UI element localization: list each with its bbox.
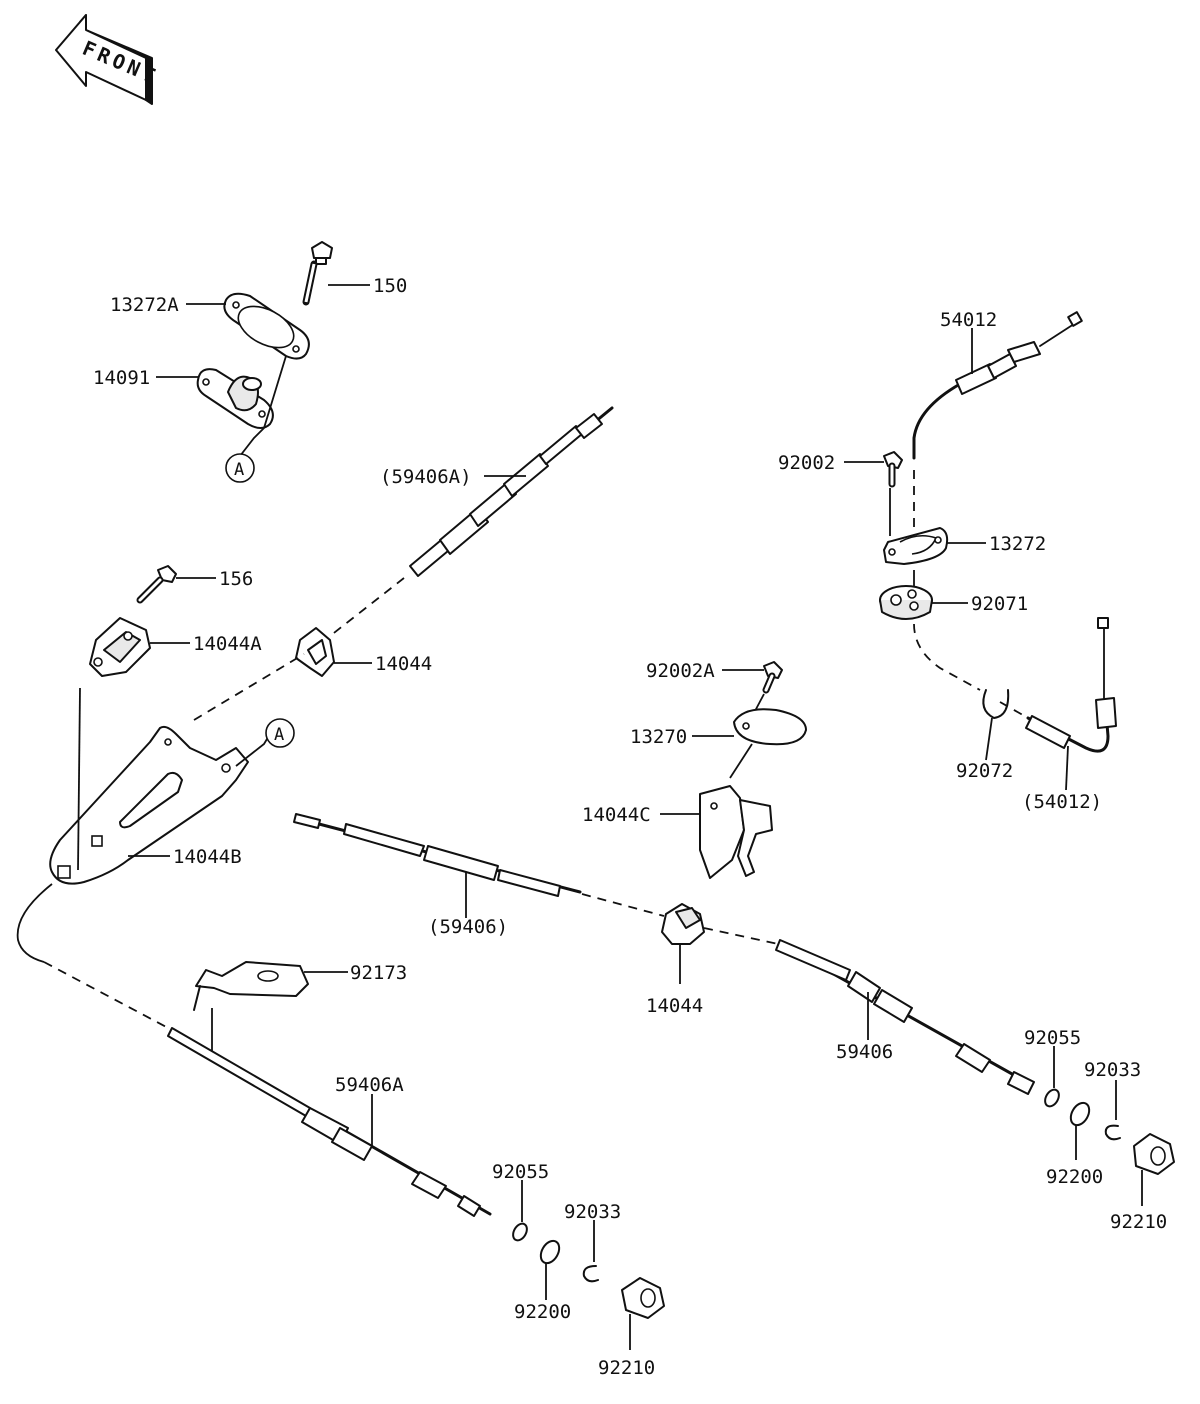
- label-54012: 54012: [940, 309, 997, 331]
- label-13270: 13270: [630, 726, 687, 748]
- label-13272: 13272: [989, 533, 1046, 555]
- callout-a-bracket: [265, 718, 295, 748]
- cable-54012-lower: [999, 617, 1117, 753]
- label-59406-paren: (59406): [428, 916, 508, 938]
- callout-a-top: [225, 453, 255, 483]
- bracket-14044B: [49, 725, 249, 885]
- label-14044C: 14044C: [582, 804, 651, 826]
- oring-92055-right: [1044, 1088, 1060, 1108]
- label-150: 150: [373, 275, 407, 297]
- label-92210-left: 92210: [598, 1357, 655, 1379]
- nut-92210-right: [1133, 1133, 1175, 1175]
- bolt-156: [136, 565, 177, 604]
- clamp-14044C: [699, 785, 773, 879]
- cable-59406-middle: [293, 813, 582, 897]
- label-92210-right: 92210: [1110, 1211, 1167, 1233]
- label-59406A: 59406A: [335, 1074, 404, 1096]
- label-14091: 14091: [93, 367, 150, 389]
- cable-59406A-lower: [167, 1027, 492, 1217]
- label-14044B: 14044B: [173, 846, 242, 868]
- washer-92200-right: [1069, 1101, 1091, 1127]
- label-14044-top: 14044: [375, 653, 432, 675]
- bolt-92002A: [762, 661, 783, 694]
- callout-a-bracket-text: A: [274, 725, 284, 745]
- gasket-13272A: [223, 292, 310, 360]
- grommet-92071: [879, 585, 933, 620]
- clip-92033-right: [1104, 1124, 1121, 1141]
- holder-14044A: [89, 617, 151, 677]
- front-direction-arrow-icon: FRONT: [55, 14, 162, 105]
- label-92200-left: 92200: [514, 1301, 571, 1323]
- label-92002: 92002: [778, 452, 835, 474]
- label-59406: 59406: [836, 1041, 893, 1063]
- cable-59406-right: [775, 939, 1035, 1095]
- label-92072: 92072: [956, 760, 1013, 782]
- label-92173: 92173: [350, 962, 407, 984]
- clip-14044-mid: [661, 903, 705, 945]
- cable-59406A-upper: [409, 406, 614, 577]
- label-92055-right: 92055: [1024, 1027, 1081, 1049]
- nut-92210-left: [621, 1277, 665, 1319]
- label-156: 156: [219, 568, 253, 590]
- plate-13270: [733, 708, 807, 746]
- label-92071: 92071: [971, 593, 1028, 615]
- bolt-92002: [883, 451, 903, 488]
- cable-54012-upper: [912, 311, 1083, 460]
- label-14044-mid: 14044: [646, 995, 703, 1017]
- label-59406A-paren: (59406A): [380, 466, 472, 488]
- label-92033-right: 92033: [1084, 1059, 1141, 1081]
- callout-a-top-text: A: [234, 460, 244, 480]
- bracket-92173: [193, 961, 309, 1011]
- label-14044A: 14044A: [193, 633, 262, 655]
- washer-92200-left: [539, 1239, 561, 1265]
- plate-13272: [883, 527, 949, 565]
- clip-92033-left: [582, 1265, 599, 1283]
- label-54012-paren: (54012): [1022, 791, 1102, 813]
- bolt-150: [302, 241, 333, 306]
- oring-92055-left: [512, 1222, 528, 1242]
- label-92200-right: 92200: [1046, 1166, 1103, 1188]
- label-92002A: 92002A: [646, 660, 715, 682]
- clip-92072: [982, 689, 1010, 719]
- label-92033-left: 92033: [564, 1201, 621, 1223]
- grommet-14091: [196, 368, 274, 429]
- clip-14044-top: [295, 627, 335, 677]
- label-13272A: 13272A: [110, 294, 179, 316]
- label-92055-left: 92055: [492, 1161, 549, 1183]
